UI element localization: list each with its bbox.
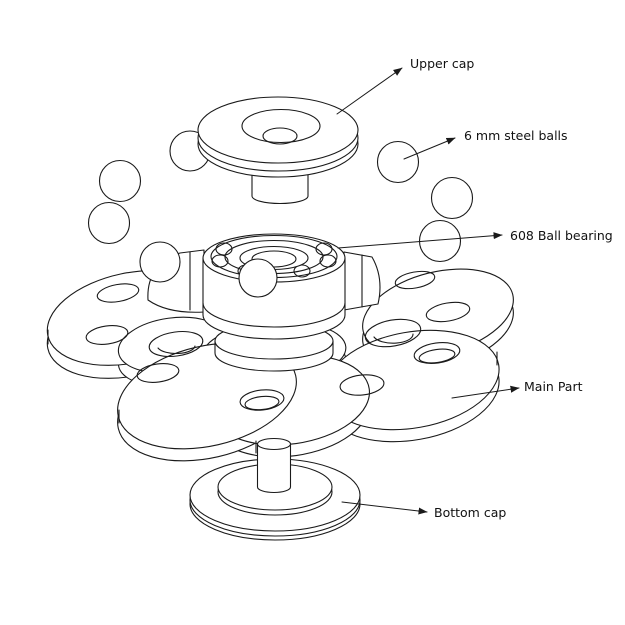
leader-steel-balls xyxy=(403,137,456,160)
main-part-drawing xyxy=(46,249,514,462)
label-upper-cap: Upper cap xyxy=(410,56,474,71)
label-bottom-cap: Bottom cap xyxy=(434,505,506,520)
bottom-cap-stem xyxy=(256,437,292,494)
main-part-notches xyxy=(148,318,422,358)
main-part-holes xyxy=(85,270,471,411)
main-part-arms xyxy=(147,249,381,313)
bottom-cap-drawing xyxy=(189,437,361,541)
leader-main-part xyxy=(451,385,520,399)
steel-balls-drawing xyxy=(87,140,474,298)
upper-cap-recess xyxy=(241,108,321,144)
upper-cap-drawing xyxy=(197,96,359,205)
label-steel-balls: 6 mm steel balls xyxy=(464,128,568,143)
steel-ball xyxy=(418,219,462,263)
label-ball-bearing: 608 Ball bearing xyxy=(510,228,613,243)
steel-ball xyxy=(376,140,420,184)
steel-ball xyxy=(98,159,142,203)
leader-lines xyxy=(336,67,520,515)
steel-ball xyxy=(430,176,474,220)
leader-ball-bearing xyxy=(337,232,503,249)
steel-ball xyxy=(238,258,278,298)
steel-ball xyxy=(139,241,181,283)
steel-ball xyxy=(87,201,131,245)
leader-bottom-cap xyxy=(341,501,428,515)
leader-upper-cap xyxy=(336,67,403,115)
upper-cap-hole xyxy=(262,127,298,145)
label-main-part: Main Part xyxy=(524,379,583,394)
